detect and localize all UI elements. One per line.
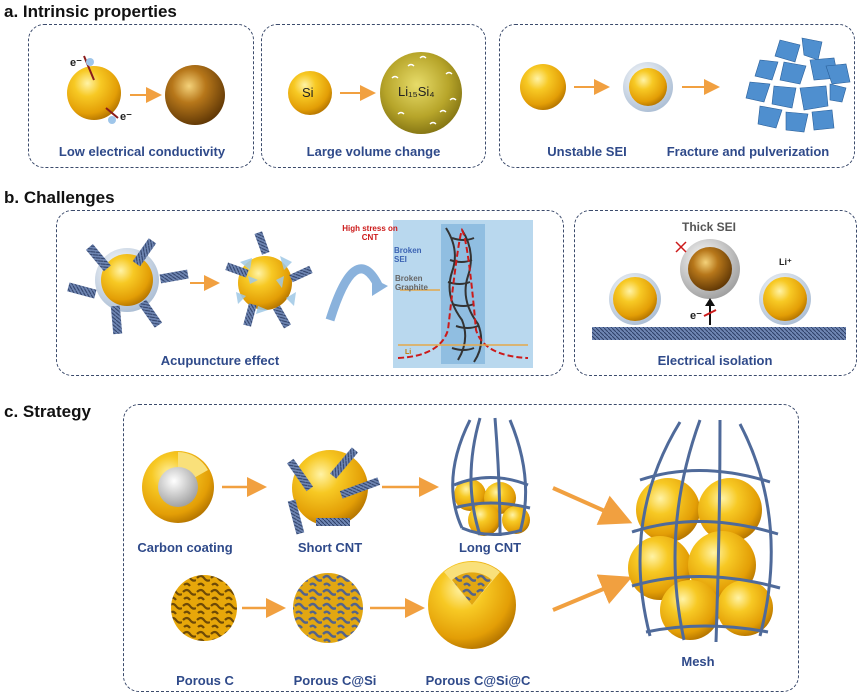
caption-electrical-isolation: Electrical isolation (657, 353, 773, 368)
arrow-c6 (552, 574, 633, 612)
si-small-particle (288, 71, 332, 115)
caption-porous-c-si: Porous C@Si (293, 673, 377, 688)
li-plus-label: Li⁺ (779, 257, 792, 267)
caption-fracture: Fracture and pulverization (666, 144, 830, 159)
panel-b1-graphics (67, 220, 533, 368)
panel-electrical-isolation (574, 210, 857, 376)
long-cnt-bag (451, 417, 531, 537)
lithiated-particle (165, 65, 225, 125)
caption-volume-change: Large volume change (306, 144, 441, 159)
caption-carbon-coating: Carbon coating (137, 540, 233, 555)
panel-volume-change (261, 24, 486, 168)
caption-porous-c: Porous C (176, 673, 234, 688)
damaged-particle (238, 256, 292, 310)
panel-acupuncture (56, 210, 564, 376)
stress-curve (397, 227, 529, 359)
panel-sei-fracture (499, 24, 855, 168)
isolated-particle (688, 247, 732, 291)
thick-sei-label: Thick SEI (682, 220, 737, 234)
section-c-title: c. Strategy (4, 402, 91, 421)
high-stress-label: High stress on CNT (342, 224, 398, 242)
electron-label-bottom: e⁻ (120, 111, 132, 123)
panel-strategy (123, 404, 799, 692)
panel-a3-graphics (520, 37, 851, 133)
porous-c-si-particle (293, 573, 363, 643)
panel-low-conductivity (28, 24, 254, 168)
electron-blocked-top (83, 55, 95, 81)
section-a-title: a. Intrinsic properties (4, 2, 177, 21)
particle-right (763, 277, 807, 321)
li15si4-label: Li₁₅Si₄ (398, 84, 435, 99)
curved-arrow (325, 264, 383, 322)
si-particle-sei-before (520, 64, 566, 110)
short-cnt-particle (292, 450, 368, 526)
si-label: Si (302, 85, 314, 100)
caption-short-cnt: Short CNT (297, 540, 363, 555)
li-marker-label: Li (405, 349, 412, 356)
cnt-substrate (592, 327, 846, 340)
porous-c-particle (171, 575, 237, 641)
caption-acupuncture: Acupuncture effect (160, 353, 280, 368)
caption-unstable-sei: Unstable SEI (547, 144, 627, 159)
li15si4-particle (380, 52, 462, 134)
caption-long-cnt: Long CNT (458, 540, 522, 555)
arrow-c3 (552, 486, 633, 525)
caption-porous-c-si-c: Porous C@Si@C (425, 673, 531, 688)
broken-graphite-label: Broken Graphite (395, 274, 428, 292)
panel-a1-graphics (67, 55, 225, 125)
caption-mesh: Mesh (681, 654, 715, 669)
electron-label-top: e⁻ (70, 57, 82, 69)
panel-b2-graphics (592, 239, 846, 340)
si-particle (67, 66, 121, 120)
electron-label-b: e⁻ (690, 310, 702, 322)
red-cross-mark (675, 241, 687, 253)
section-b-title: b. Challenges (4, 188, 115, 207)
electron-blocked-bottom (105, 107, 119, 119)
particle-left (613, 277, 657, 321)
caption-low-conductivity: Low electrical conductivity (58, 144, 226, 159)
pulverized-fragments (745, 37, 851, 133)
mesh-assembly (628, 419, 781, 643)
si-core-with-sei (629, 68, 667, 106)
cnt-pierced-particle (101, 254, 153, 306)
broken-sei-label: Broken SEI (394, 246, 422, 264)
panel-a2-graphics (288, 52, 462, 134)
panel-c-graphics (142, 417, 781, 649)
